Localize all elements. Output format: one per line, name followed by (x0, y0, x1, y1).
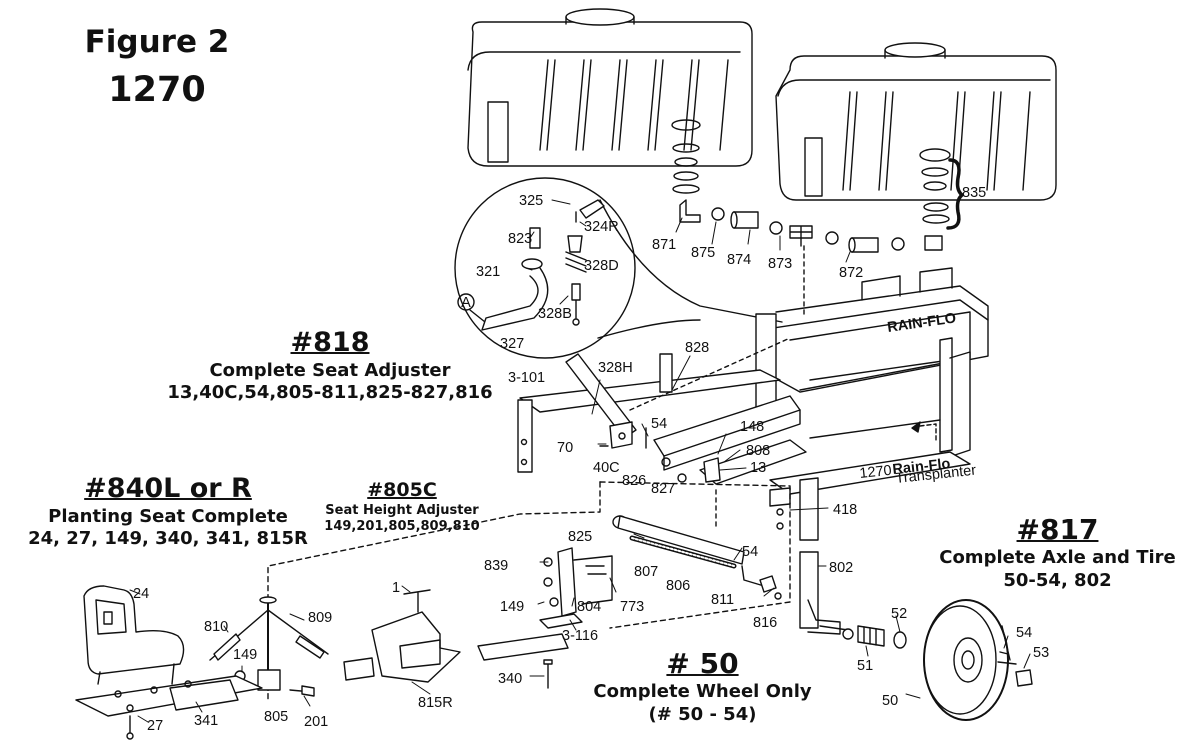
part-label: 149 (500, 599, 524, 615)
part-label: 805 (264, 709, 288, 725)
callout-letter: A (461, 295, 471, 311)
part-label: 328H (598, 360, 633, 376)
left-water-tank (467, 8, 753, 194)
part-label: 148 (740, 419, 764, 435)
part-label: 149 (233, 647, 257, 663)
detail-callout (454, 177, 783, 359)
kit-805c-name: Seat Height Adjuster (325, 502, 479, 518)
kit-805c-parts: 149,201,805,809,810 (324, 519, 480, 534)
part-label: 40C (593, 460, 620, 476)
part-label: 418 (833, 502, 857, 518)
part-label: 811 (711, 592, 734, 608)
part-label: 54 (742, 544, 758, 560)
transplanter-frame: RAIN-FLO 1270 Rain-Flo Transplanter (517, 267, 989, 541)
dashed-boundary-left (267, 481, 601, 701)
part-label: 827 (651, 481, 675, 497)
kit-840-number: #840L or R (84, 473, 252, 504)
part-label: 839 (484, 558, 508, 574)
seat-mount-tube (477, 633, 569, 689)
part-label: 806 (666, 578, 690, 594)
part-label: 328B (538, 306, 572, 322)
part-label: 52 (891, 606, 907, 622)
seat-height-post (209, 596, 329, 697)
part-label: 810 (204, 619, 228, 635)
kit-817-caption: #817 Complete Axle and Tire 50-54, 802 (930, 512, 1185, 592)
part-label: 825 (568, 529, 592, 545)
part-label: 874 (727, 252, 751, 268)
kit-818-name: Complete Seat Adjuster (209, 359, 451, 381)
part-label: 1 (392, 580, 400, 596)
part-label: 340 (498, 671, 522, 687)
part-label: 341 (194, 713, 218, 729)
kit-840-caption: #840L or R Planting Seat Complete 24, 27… (18, 472, 318, 551)
part-label: 808 (746, 443, 770, 459)
axle-spindle (799, 551, 849, 635)
planting-seat (75, 585, 263, 740)
part-label: 13 (750, 460, 766, 476)
part-label: 3-116 (562, 628, 598, 644)
part-label: 871 (652, 237, 676, 253)
part-label: 873 (768, 256, 792, 272)
part-label: 27 (147, 718, 163, 734)
kit-818-parts: 13,40C,54,805-811,825-827,816 (167, 382, 493, 404)
kit-50-caption: # 50 Complete Wheel Only (# 50 - 54) (590, 646, 815, 726)
part-number-labels: 835 325 324R 823 328D 321 328B 327 871 875 874 873 8… (133, 185, 1049, 734)
dashed-boundary-right (599, 481, 791, 629)
part-label: 327 (500, 336, 524, 352)
spring-rod-assembly (612, 515, 782, 600)
frame-plate-model: 1270 (859, 463, 893, 482)
part-label: 828 (685, 340, 709, 356)
part-label: 872 (839, 265, 863, 281)
seat-adjuster-slide (565, 337, 807, 531)
leader-lines (129, 199, 1031, 723)
frame-plate-brand: Rain-Flo (892, 456, 951, 478)
kit-50-name: Complete Wheel Only (593, 681, 812, 702)
part-label: 835 (962, 185, 986, 201)
part-label: 875 (691, 245, 715, 261)
plumbing-line (679, 199, 943, 317)
part-label: 773 (620, 599, 644, 615)
part-label: 328D (584, 258, 619, 274)
kit-818-caption: #818 Complete Seat Adjuster 13,40C,54,80… (160, 326, 500, 405)
figure-label: Figure 2 (84, 24, 230, 60)
part-label: 826 (622, 473, 646, 489)
part-label: 802 (829, 560, 853, 576)
kit-818-number: #818 (290, 327, 370, 358)
kit-50-parts: (# 50 - 54) (648, 703, 757, 725)
part-label: 3-101 (508, 370, 545, 386)
kit-50-number: # 50 (666, 647, 739, 680)
adjuster-bracket (539, 547, 613, 629)
kit-840-parts: 24, 27, 149, 340, 341, 815R (28, 528, 308, 550)
kit-805c-number: #805C (367, 479, 437, 501)
part-label: 54 (1016, 625, 1032, 641)
part-label: 51 (857, 658, 873, 674)
part-label: 70 (557, 440, 573, 456)
kit-840-name: Planting Seat Complete (48, 505, 288, 527)
kit-817-parts: 50-54, 802 (1003, 569, 1112, 591)
part-label: 321 (476, 264, 500, 280)
part-label: 807 (634, 564, 658, 580)
part-label: 24 (133, 586, 149, 602)
part-label: 325 (519, 193, 543, 209)
kit-817-number: #817 (1016, 513, 1099, 546)
part-label: 54 (651, 416, 667, 432)
wheel-assembly (842, 599, 1033, 721)
part-label: 50 (882, 693, 898, 709)
seat-bracket-815R (343, 589, 461, 683)
right-water-tank (775, 42, 1057, 230)
part-label: 809 (308, 610, 332, 626)
part-label: 53 (1033, 645, 1049, 661)
kit-817-name: Complete Axle and Tire (939, 547, 1176, 568)
kit-805c-caption: #805C Seat Height Adjuster 149,201,805,8… (312, 479, 492, 535)
part-label: 804 (577, 599, 601, 615)
part-label: 324R (584, 219, 619, 235)
model-number: 1270 (108, 70, 206, 110)
part-label: 815R (418, 695, 453, 711)
part-label: 823 (508, 231, 532, 247)
part-label: 201 (304, 714, 328, 730)
part-label: 816 (753, 615, 777, 631)
